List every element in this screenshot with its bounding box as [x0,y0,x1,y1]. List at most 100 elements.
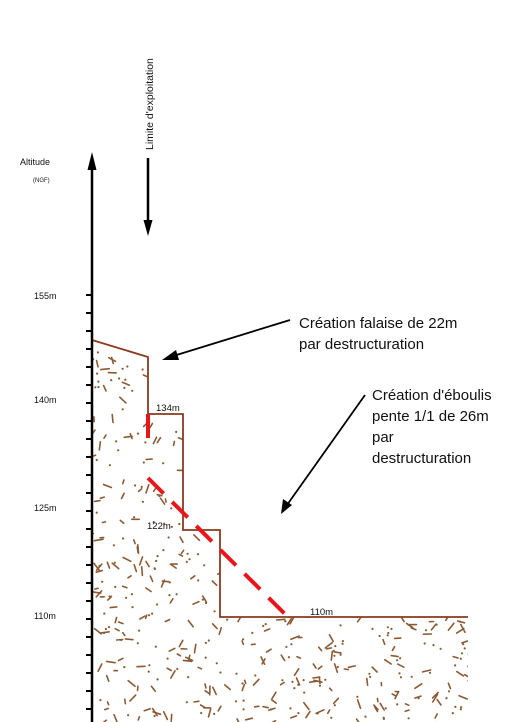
rubble-fleck [248,409,258,415]
rubble-dot [147,670,150,673]
rubble-fleck [364,468,369,471]
rubble-fleck [122,556,132,563]
rubble-dot [459,657,462,660]
rubble-dot [265,452,268,455]
rubble-dot [253,394,256,397]
rubble-dot [297,560,301,563]
rubble-fleck [124,638,134,641]
rubble-dot [326,378,329,381]
rubble-fleck [453,551,462,559]
rubble-fleck [371,666,378,673]
rubble-fleck [320,494,324,501]
rubble-dot [293,687,296,690]
rubble-dot [241,348,244,351]
rubble-dot [218,484,221,487]
rubble-dot [318,446,321,449]
rubble-dot [152,521,155,524]
rubble-dot [197,579,200,582]
rubble-dot [117,449,120,452]
rubble-dot [386,634,389,637]
rubble-dot [196,553,200,556]
rubble-dot [103,612,106,615]
rubble-dot [341,642,344,645]
rubble-fleck [303,572,314,578]
rubble-dot [405,528,408,532]
rubble-fleck [160,579,166,588]
rubble-dot [95,511,98,514]
rubble-dot [167,536,170,539]
rubble-fleck [161,376,168,387]
rubble-fleck [193,534,201,542]
rubble-fleck [241,683,246,692]
rubble-fleck [416,355,422,363]
eboulis-annotation-line1: Création d'éboulis [372,387,492,404]
rubble-fleck [267,707,276,712]
rubble-fleck [133,538,136,545]
rubble-fleck [261,658,266,665]
rubble-fleck [333,651,342,654]
rubble-fleck [170,669,176,679]
rubble-dot [336,511,339,514]
rubble-fleck [100,367,110,371]
eboulis-annotation-line3: par [372,429,394,446]
rubble-fleck [280,461,285,466]
rubble-dot [427,611,430,614]
rubble-dot [190,390,193,393]
rubble-dot [260,398,263,401]
rubble-dot [346,600,349,603]
ground-profile-line [91,339,468,618]
rubble-dot [351,444,354,447]
rubble-fleck [343,668,350,671]
rubble-fleck [162,710,169,721]
rubble-dot [439,647,442,650]
rubble-fleck [144,614,148,620]
rubble-fleck [114,627,120,632]
rubble-fleck [176,653,182,657]
rubble-dot [151,612,154,615]
rubble-dot [423,642,426,645]
rubble-dot [335,423,339,426]
rubble-fleck [359,495,363,506]
rubble-fleck [268,421,276,430]
rubble-fleck [333,508,337,514]
rubble-fleck [425,477,432,487]
rubble-dot [284,620,287,623]
rubble-fleck [244,507,248,518]
rubble-fleck [315,566,321,572]
rubble-dot [136,432,140,435]
rubble-fleck [106,701,110,706]
rubble-fleck [182,659,193,663]
rubble-fleck [270,698,277,704]
rubble-fleck [214,376,221,386]
rubble-dot [318,684,322,687]
rubble-dot [208,379,211,382]
rubble-fleck [428,585,434,591]
rubble-fleck [222,520,226,526]
rubble-dot [212,455,215,459]
rubble-dot [269,422,273,425]
rubble-fleck [145,587,152,593]
rubble-dot [438,446,442,449]
rubble-dot [462,566,465,570]
rubble-dot [98,564,101,568]
rubble-fleck [394,690,400,700]
rubble-fleck [274,448,280,457]
rubble-fleck [311,552,317,557]
rubble-fleck [437,588,444,597]
rubble-fleck [421,588,427,598]
rubble-fleck [394,606,405,612]
rubble-fleck [296,655,302,659]
rubble-fleck [452,655,459,659]
rubble-fleck [392,504,396,511]
rubble-dot [356,695,359,698]
rubble-dot [341,640,344,643]
rubble-fleck [97,663,103,673]
rubble-dot [131,389,134,392]
rubble-fleck [228,520,234,528]
rubble-fleck [151,707,158,717]
rubble-fleck [260,656,266,666]
rubble-dot [387,528,390,531]
rubble-dot [354,598,357,601]
eboulis-slope-dashed-line [146,476,290,619]
rubble-dot [156,555,159,558]
